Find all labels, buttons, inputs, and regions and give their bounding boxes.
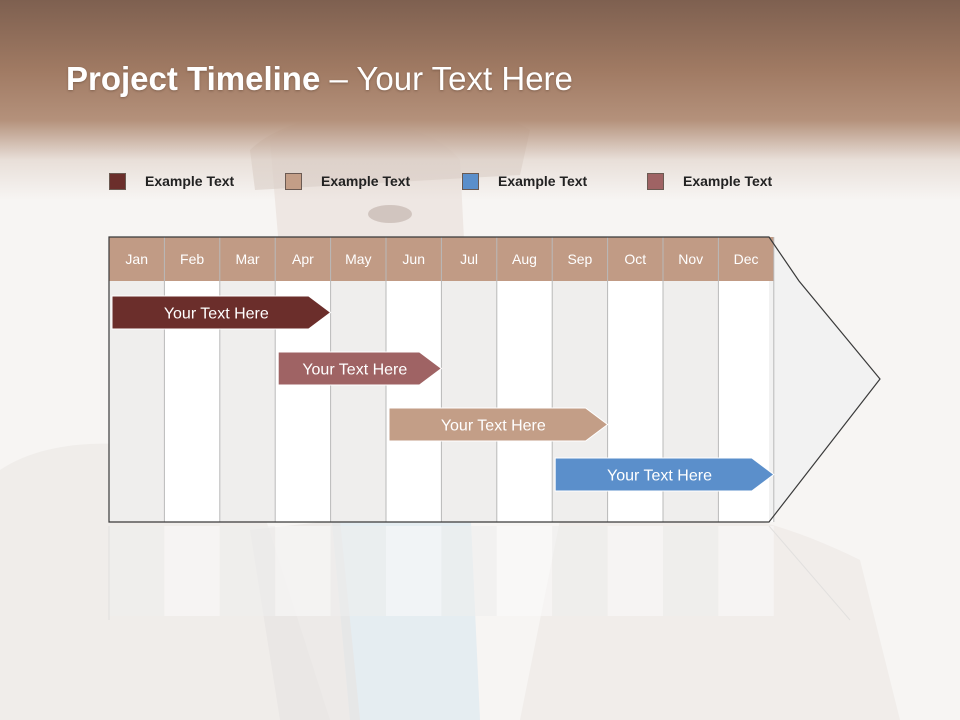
month-label-apr: Apr [292,251,314,267]
legend-label-3: Example Text [498,173,588,189]
month-column-jul [441,281,497,522]
month-label-dec: Dec [734,251,759,267]
month-label-mar: Mar [235,251,259,267]
slide-title: Project Timeline – Your Text Here [66,60,573,98]
month-label-oct: Oct [624,251,646,267]
month-label-jun: Jun [402,251,425,267]
month-reflection-sep [552,526,608,616]
legend-item-4: Example Text [647,170,772,192]
month-reflection-nov [663,526,719,616]
task-label-4: Your Text Here [607,468,712,485]
legend-swatch-4 [647,172,664,190]
month-column-jun [386,281,442,522]
timeline-frame [108,236,881,523]
month-label-sep: Sep [567,251,592,267]
month-column-aug [496,281,553,522]
month-reflection-feb [164,526,220,616]
month-label-jan: Jan [125,251,148,267]
month-reflection-jun [386,526,442,616]
photo-eye [368,205,412,223]
month-reflection-oct [607,526,663,616]
legend-item-3: Example Text [462,170,587,192]
task-bar-2 [277,351,443,386]
month-header-aug [496,237,553,281]
month-label-feb: Feb [180,251,204,267]
task-label-2: Your Text Here [302,362,407,379]
month-header-jul [441,237,497,281]
month-header-nov [663,237,719,281]
legend-swatch-3 [462,172,479,190]
month-header-jun [386,237,442,281]
month-label-aug: Aug [512,251,537,267]
month-reflection-dec [718,526,774,616]
timeline-reflection [108,525,851,621]
month-header-row: Jan Feb Mar Apr May Jun Jul Aug Sep Oct Nov Dec [109,237,774,281]
legend-swatch-2 [285,172,302,190]
timeline-arrow-head [769,237,880,522]
task-bar-1 [111,295,332,330]
task-label-1: Your Text Here [164,306,269,323]
legend-label-2: Example Text [321,173,411,189]
title-bold: Project Timeline [66,60,321,97]
title-rest: – Your Text Here [320,60,573,97]
month-reflection-aug [496,526,553,616]
legend-label-1: Example Text [145,173,235,189]
task-bar-3 [388,407,609,442]
month-label-nov: Nov [678,251,703,267]
month-label-jul: Jul [460,251,478,267]
month-header-apr [275,237,331,281]
legend-label-4: Example Text [683,173,773,189]
task-bar-4 [554,457,775,492]
month-label-may: May [345,251,371,267]
month-header-feb [164,237,220,281]
legend-item-1: Example Text [109,170,234,192]
month-header-jan [109,237,165,281]
month-reflection-apr [275,526,331,616]
month-header-oct [607,237,663,281]
legend-swatch-1 [109,172,126,190]
month-header-dec [718,237,774,281]
month-reflection-may [330,526,386,616]
month-reflection-mar [219,526,276,616]
month-reflection-jan [109,526,165,616]
legend-item-2: Example Text [285,170,410,192]
header-band [0,0,960,200]
month-column-may [330,281,386,522]
month-reflection-jul [441,526,497,616]
task-label-3: Your Text Here [441,418,546,435]
month-header-mar [219,237,276,281]
reflection-edge [108,525,851,621]
month-header-sep [552,237,608,281]
month-header-may [330,237,386,281]
